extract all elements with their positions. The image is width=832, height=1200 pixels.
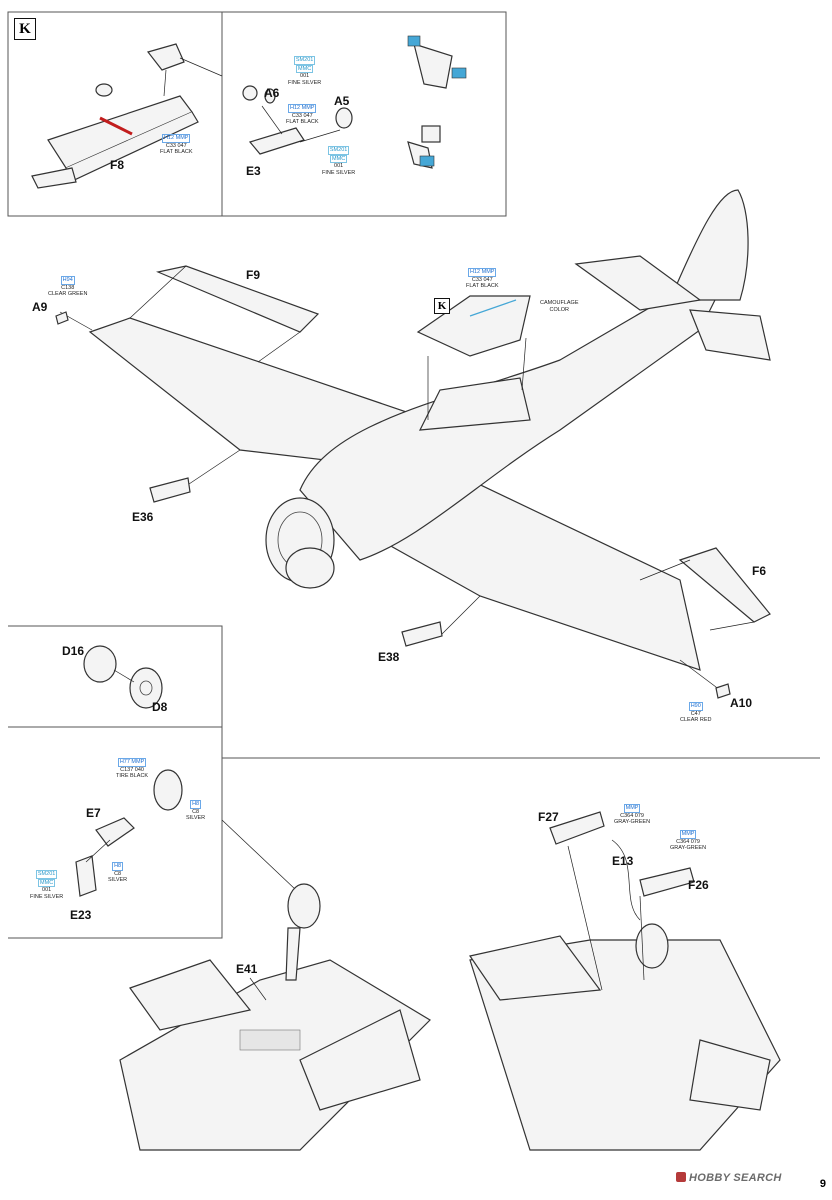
callout-f8-flat-black: H12 MMP C33 047 FLAT BLACK (160, 134, 193, 155)
callout-a5-fine-silver: SM201 MMC 001 FINE SILVER (322, 146, 356, 176)
part-label-d8: D8 (152, 700, 168, 714)
part-label-e3: E3 (246, 164, 261, 178)
main-airframe-drawing (55, 189, 771, 699)
callout-camouflage-color: CAMOUFLAGE COLOR (540, 300, 579, 313)
part-label-f26: F26 (688, 878, 709, 892)
step-marker-k-inline: K (434, 298, 450, 314)
callout-tire-black: H77 MMP C137 040 TIRE BLACK (116, 758, 149, 779)
callout-e23-fine-silver: SM201 MMC 001 FINE SILVER (30, 870, 64, 900)
part-label-f8: F8 (110, 158, 125, 172)
callout-cockpit-flat-black: H12 MMP C33 047 FLAT BLACK (466, 268, 499, 289)
callout-f27-gray-green: MMP C364 079 GRAY-GREEN (614, 804, 651, 825)
part-label-a5: A5 (334, 94, 350, 108)
part-label-a9: A9 (32, 300, 48, 314)
part-label-f6: F6 (752, 564, 767, 578)
watermark-text: HOBBY SEARCH (689, 1172, 782, 1184)
callout-a10-clear-red: H90 C47 CLEAR RED (680, 702, 712, 723)
part-label-f9: F9 (246, 268, 261, 282)
wheel-d16-d8-drawing (83, 645, 163, 709)
part-label-e23: E23 (70, 908, 92, 922)
callout-e3-flat-black: H12 MMP C33 047 FLAT BLACK (286, 104, 319, 125)
part-label-e41: E41 (236, 962, 258, 976)
callout-top-fine-silver: SM201 MMC 001 FINE SILVER (288, 56, 322, 86)
gear-leg-drawing (75, 769, 297, 897)
subassembly-views (407, 35, 467, 169)
page-number: 9 (819, 1178, 826, 1190)
step-marker-k: K (14, 18, 36, 40)
bracket-parts-drawing (242, 85, 353, 155)
callout-strut-silver: H8 C8 SILVER (108, 862, 128, 883)
part-label-a10: A10 (730, 696, 753, 710)
callout-f26-gray-green: MMP C364 079 GRAY-GREEN (670, 830, 707, 851)
part-label-e38: E38 (378, 650, 400, 664)
part-label-e36: E36 (132, 510, 154, 524)
part-label-e13: E13 (612, 854, 634, 868)
callout-a9-clear-green: H94 C138 CLEAR GREEN (48, 276, 88, 297)
callout-hub-silver: H8 C8 SILVER (186, 800, 206, 821)
lower-right-assembly (469, 811, 781, 1151)
lower-left-assembly (119, 883, 431, 1151)
part-label-f27: F27 (538, 810, 559, 824)
watermark: HOBBY SEARCH (676, 1172, 782, 1184)
part-label-e7: E7 (86, 806, 101, 820)
part-label-d16: D16 (62, 644, 85, 658)
seat-f8-drawing (31, 43, 223, 189)
panel-frames (7, 11, 820, 939)
part-label-a6: A6 (264, 86, 280, 100)
watermark-logo-icon (676, 1172, 686, 1182)
